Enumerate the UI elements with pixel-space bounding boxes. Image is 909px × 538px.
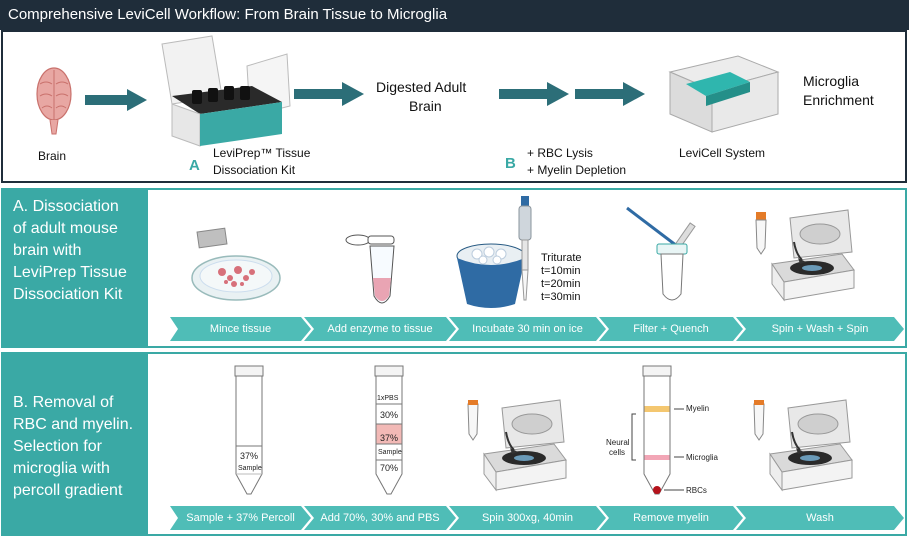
kit-letter: A — [189, 157, 200, 174]
tube1-sample: Sample — [238, 465, 262, 472]
step-label: Sample + 37% Percoll — [186, 512, 295, 524]
digested-line2: Brain — [409, 98, 442, 114]
section-b-label-line: percoll gradient — [13, 482, 123, 499]
centrifuge-icon — [755, 209, 855, 302]
step-mince-tissue: Mince tissue — [170, 317, 311, 341]
kit-label-line2: Dissociation Kit — [213, 163, 296, 177]
separated-tube-icon — [642, 365, 672, 495]
tube2-70: 70% — [380, 463, 399, 473]
step-spin-wash: Spin + Wash + Spin — [736, 317, 904, 341]
step-label: Wash — [806, 512, 834, 524]
section-a-chevron — [449, 317, 606, 341]
section-a-chevron — [736, 317, 904, 341]
kit-box-icon — [161, 35, 291, 147]
section-b-chevron — [449, 506, 606, 530]
section-b-label-line: B. Removal of — [13, 394, 114, 411]
centrifuge-icon — [753, 399, 853, 492]
step-b-line2: + Myelin Depletion — [527, 163, 627, 177]
tube4-cells: cells — [609, 448, 626, 457]
triturate-time: t=20min — [541, 278, 581, 290]
step-label: Add 70%, 30% and PBS — [320, 512, 440, 524]
system-label: LeviCell System — [679, 146, 766, 160]
triturate-time: t=10min — [541, 265, 581, 277]
section-b-label-line: Selection for — [13, 438, 102, 455]
step-label: Spin + Wash + Spin — [771, 323, 869, 335]
step-label: Add enzyme to tissue — [327, 323, 433, 335]
tube4-microglia: Microglia — [686, 453, 719, 462]
step-label: Spin 300xg, 40min — [481, 512, 574, 524]
step-label: Remove myelin — [633, 512, 709, 524]
section-a-chevron — [170, 317, 311, 341]
gradient-tube-icon — [374, 365, 404, 495]
petri-dish-icon — [191, 227, 281, 301]
result-line1: Microglia — [803, 73, 860, 89]
tube-icon — [345, 234, 395, 304]
section-b-label-line: RBC and myelin. — [13, 416, 134, 433]
tube2-sample: Sample — [378, 449, 402, 456]
step-add-enzyme: Add enzyme to tissue — [304, 317, 456, 341]
result-line2: Enrichment — [803, 92, 874, 108]
step-filter-quench: Filter + Quench — [599, 317, 743, 341]
tube2-37: 37% — [380, 433, 399, 443]
step-b-letter: B — [505, 155, 516, 172]
tube4-neural: Neural — [606, 438, 630, 447]
section-b-label-line: microglia with — [13, 460, 110, 477]
tube2-pbs: 1xPBS — [377, 395, 399, 402]
section-a-chevron — [304, 317, 456, 341]
step-sample-percoll: Sample + 37% Percoll — [170, 506, 311, 530]
triturate-text: Triturate t=10min t=20min t=30min — [541, 252, 582, 304]
step-remove-myelin: Remove myelin — [599, 506, 743, 530]
tube1-pct: 37% — [240, 451, 259, 461]
kit-label-line1: LeviPrep™ Tissue — [213, 146, 311, 160]
brain-label: Brain — [38, 149, 67, 163]
triturate-label: Triturate — [541, 252, 582, 264]
filter-tube-icon — [626, 206, 696, 301]
arrow-right-icon — [499, 82, 569, 106]
levicell-instrument-icon — [668, 55, 780, 133]
step-wash: Wash — [736, 506, 904, 530]
triturate-time: t=30min — [541, 291, 581, 303]
brain-icon — [36, 67, 72, 135]
pipette-icon — [518, 196, 532, 301]
section-a-label-line: LeviPrep Tissue — [13, 264, 127, 281]
section-b-chevron — [599, 506, 743, 530]
step-spin: Spin 300xg, 40min — [449, 506, 606, 530]
section-b-chevron — [304, 506, 456, 530]
section-a-chevron — [599, 317, 743, 341]
arrow-right-icon — [85, 89, 147, 111]
arrow-right-icon — [294, 82, 364, 106]
tube4-rbcs: RBCs — [686, 486, 707, 495]
section-b-chevron — [736, 506, 904, 530]
separated-tube-callouts — [631, 408, 684, 491]
step-label: Filter + Quench — [633, 323, 709, 335]
section-a-label-line: Dissociation Kit — [13, 286, 123, 303]
arrow-right-icon — [575, 82, 645, 106]
ice-bucket-icon — [456, 243, 526, 308]
section-a-label-line: of adult mouse — [13, 220, 118, 237]
step-add-gradient: Add 70%, 30% and PBS — [304, 506, 456, 530]
section-a-label: A. Dissociation of adult mouse brain wit… — [3, 190, 148, 346]
digested-line1: Digested Adult — [376, 79, 467, 95]
section-b-label: B. Removal of RBC and myelin. Selection … — [3, 354, 148, 534]
section-a-label-line: brain with — [13, 242, 82, 259]
section-b-chevron — [170, 506, 311, 530]
step-label: Mince tissue — [209, 323, 272, 335]
tube2-30: 30% — [380, 410, 399, 420]
step-b-line1: + RBC Lysis — [527, 146, 593, 160]
section-b-panel — [1, 352, 907, 536]
step-label: Incubate 30 min on ice — [472, 323, 583, 335]
section-a-label-line: A. Dissociation — [13, 198, 119, 215]
page-title: Comprehensive LeviCell Workflow: From Br… — [0, 0, 909, 30]
centrifuge-icon — [467, 399, 567, 492]
step-incubate: Incubate 30 min on ice — [449, 317, 606, 341]
tube4-myelin: Myelin — [686, 404, 710, 413]
conical-tube-icon — [234, 365, 264, 495]
